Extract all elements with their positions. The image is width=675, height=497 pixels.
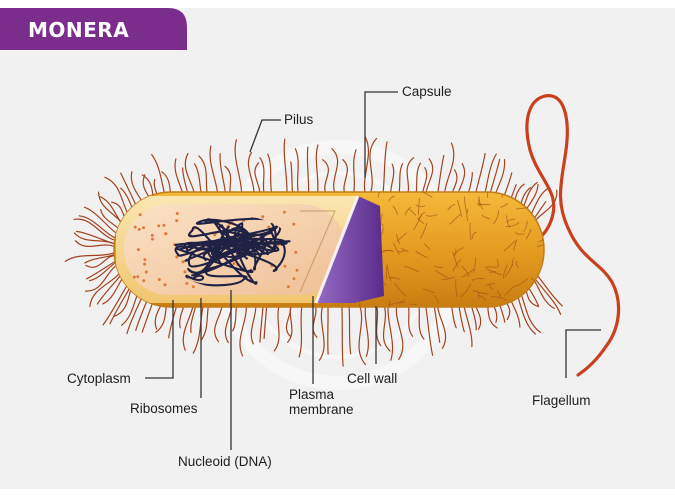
ribosome: [192, 285, 195, 288]
label-pilus: Pilus: [284, 112, 314, 127]
page-title: MONERA: [28, 18, 129, 42]
ribosome: [164, 232, 167, 235]
ribosome: [164, 283, 167, 286]
ribosome: [143, 258, 146, 261]
ribosome: [136, 275, 139, 278]
ribosome: [142, 226, 145, 229]
ribosome: [137, 248, 140, 251]
ribosome: [162, 224, 165, 227]
ribosome: [233, 262, 236, 265]
ribosome: [143, 263, 146, 266]
label-plasma-line1: Plasma: [289, 387, 335, 402]
label-flagellum: Flagellum: [532, 393, 591, 408]
ribosome: [283, 211, 286, 214]
ribosome: [292, 223, 295, 226]
ribosome: [157, 224, 160, 227]
ribosome: [182, 260, 185, 263]
ribosome: [296, 269, 299, 272]
ribosome: [158, 278, 161, 281]
ribosome: [139, 213, 142, 216]
ribosome: [185, 282, 188, 285]
ribosome: [133, 276, 136, 279]
ribosome: [287, 285, 290, 288]
ribosome: [293, 277, 296, 280]
top-border: [0, 0, 675, 8]
title-banner: MONERA: [0, 8, 187, 50]
ribosome: [138, 228, 141, 231]
ribosome: [294, 251, 297, 254]
ribosome: [183, 270, 186, 273]
ribosome: [151, 238, 154, 241]
ribosome: [176, 212, 179, 215]
label-capsule: Capsule: [402, 84, 452, 99]
ribosome: [134, 226, 137, 229]
label-nucleoid: Nucleoid (DNA): [178, 454, 272, 469]
cutaway: [116, 196, 384, 303]
ribosome: [151, 234, 154, 237]
label-ribosomes: Ribosomes: [130, 401, 198, 416]
ribosome: [145, 271, 148, 274]
ribosome: [213, 233, 216, 236]
label-plasma-line2: membrane: [289, 402, 354, 417]
label-cell-wall: Cell wall: [347, 371, 397, 386]
bottom-border: [0, 489, 675, 497]
ribosome: [284, 265, 287, 268]
label-cytoplasm: Cytoplasm: [67, 371, 131, 386]
ribosome: [261, 215, 264, 218]
ribosome: [142, 279, 145, 282]
ribosome: [175, 219, 178, 222]
